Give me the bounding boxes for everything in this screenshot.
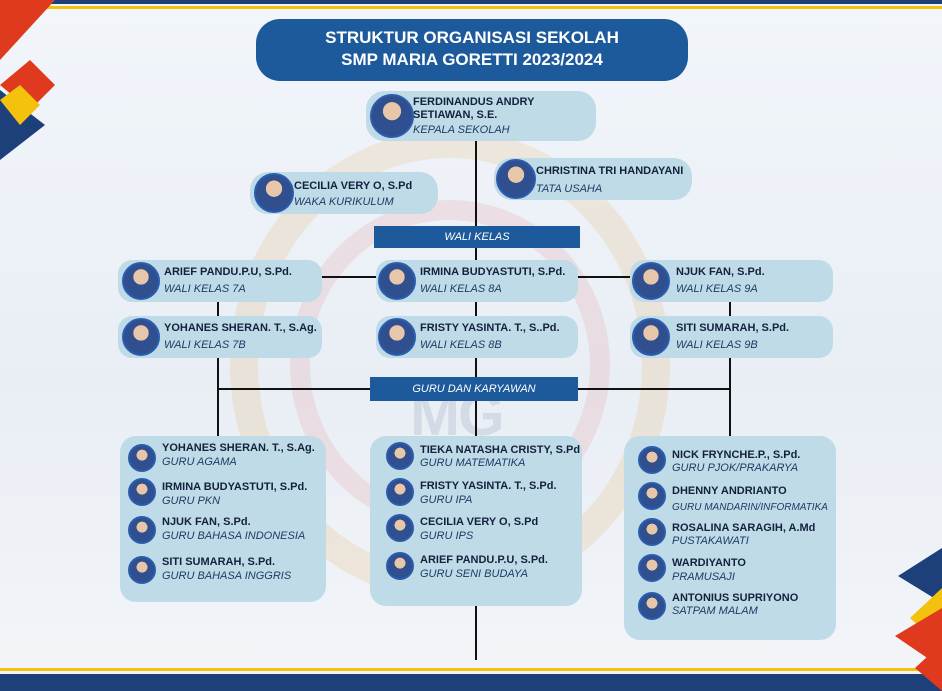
node-role: WALI KELAS 9B <box>676 339 758 351</box>
node-name: IRMINA BUDYASTUTI, S.Pd. <box>162 481 308 493</box>
node-name: ARIEF PANDU.P.U, S.Pd. <box>420 554 548 566</box>
node-role: GURU SENI BUDAYA <box>420 568 528 580</box>
group-guru-middle: TIEKA NATASHA CRISTY, S.Pd GURU MATEMATI… <box>370 436 582 606</box>
node-name: DHENNY ANDRIANTO <box>672 485 787 497</box>
avatar <box>632 262 670 300</box>
node-role: WALI KELAS 8A <box>420 283 502 295</box>
node-name: FERDINANDUS ANDRY SETIAWAN, S.E. <box>413 96 535 121</box>
node-wali-kelas-7b: YOHANES SHERAN. T., S.Ag. WALI KELAS 7B <box>118 316 322 358</box>
node-role: GURU AGAMA <box>162 456 237 468</box>
node-role: WAKA KURIKULUM <box>294 196 394 208</box>
node-role: PUSTAKAWATI <box>672 535 749 547</box>
node-name: CECILIA VERY O, S.Pd <box>420 516 539 528</box>
group-guru-right: NICK FRYNCHE.P., S.Pd. GURU PJOK/PRAKARY… <box>624 436 836 640</box>
avatar <box>638 554 666 582</box>
avatar <box>386 442 414 470</box>
node-name: NJUK FAN, S.Pd. <box>676 266 765 278</box>
avatar <box>386 514 414 542</box>
avatar <box>386 552 414 580</box>
avatar <box>378 318 416 356</box>
top-stripe-yellow <box>0 6 942 9</box>
node-name: TIEKA NATASHA CRISTY, S.Pd <box>420 444 581 456</box>
group-guru-left: YOHANES SHERAN. T., S.Ag. GURU AGAMA IRM… <box>120 436 326 602</box>
node-role: TATA USAHA <box>536 183 603 195</box>
node-name: ROSALINA SARAGIH, A.Md <box>672 522 816 534</box>
corner-decoration-left <box>0 0 55 160</box>
node-role: GURU PJOK/PRAKARYA <box>672 462 799 474</box>
title-line-2: SMP MARIA GORETTI 2023/2024 <box>341 50 603 69</box>
node-name: FRISTY YASINTA. T., S.Pd. <box>420 480 557 492</box>
bottom-stripe-yellow <box>0 668 942 671</box>
avatar <box>638 446 666 474</box>
avatar <box>632 318 670 356</box>
node-name: NICK FRYNCHE.P., S.Pd. <box>672 449 801 461</box>
avatar <box>370 94 414 138</box>
node-wali-kelas-9b: SITI SUMARAH, S.Pd. WALI KELAS 9B <box>630 316 833 358</box>
bottom-stripe-blue <box>0 674 942 691</box>
node-name: WARDIYANTO <box>672 557 746 569</box>
node-role: KEPALA SEKOLAH <box>413 124 510 136</box>
avatar <box>378 262 416 300</box>
avatar <box>638 592 666 620</box>
node-role: WALI KELAS 7B <box>164 339 246 351</box>
node-kepala-sekolah: FERDINANDUS ANDRY SETIAWAN, S.E. KEPALA … <box>366 91 596 141</box>
avatar <box>638 518 666 546</box>
avatar <box>254 173 294 213</box>
avatar <box>128 516 156 544</box>
node-name: ANTONIUS SUPRIYONO <box>672 592 799 604</box>
node-name: YOHANES SHERAN. T., S.Ag. <box>164 322 317 334</box>
node-name: FRISTY YASINTA. T., S..Pd. <box>420 322 560 334</box>
node-name: CHRISTINA TRI HANDAYANI <box>536 165 684 177</box>
avatar <box>122 318 160 356</box>
title-line-1: STRUKTUR ORGANISASI SEKOLAH <box>325 28 619 47</box>
node-name: CECILIA VERY O, S.Pd <box>294 180 413 192</box>
node-role: GURU BAHASA INGGRIS <box>162 570 292 582</box>
chart-title: STRUKTUR ORGANISASI SEKOLAH SMP MARIA GO… <box>256 19 688 81</box>
node-role: WALI KELAS 7A <box>164 283 246 295</box>
node-wali-kelas-7a: ARIEF PANDU.P.U, S.Pd. WALI KELAS 7A <box>118 260 322 302</box>
node-name: YOHANES SHERAN. T., S.Ag. <box>162 442 315 454</box>
guru-karyawan-banner: GURU DAN KARYAWAN <box>370 377 578 401</box>
node-role: GURU PKN <box>162 495 221 507</box>
node-tata-usaha: CHRISTINA TRI HANDAYANI TATA USAHA <box>494 158 692 200</box>
avatar <box>496 159 536 199</box>
node-name: NJUK FAN, S.Pd. <box>162 516 251 528</box>
node-name: ARIEF PANDU.P.U, S.Pd. <box>164 266 292 278</box>
node-waka-kurikulum: CECILIA VERY O, S.Pd WAKA KURIKULUM <box>250 172 438 214</box>
avatar <box>122 262 160 300</box>
node-role: WALI KELAS 9A <box>676 283 758 295</box>
node-role: GURU MATEMATIKA <box>420 457 526 469</box>
node-role: GURU IPA <box>420 494 473 506</box>
avatar <box>128 444 156 472</box>
node-wali-kelas-8a: IRMINA BUDYASTUTI, S.Pd. WALI KELAS 8A <box>376 260 578 302</box>
node-name: SITI SUMARAH, S.Pd. <box>162 556 276 568</box>
node-role: GURU MANDARIN/INFORMATIKA <box>672 502 828 513</box>
wali-kelas-banner: WALI KELAS <box>374 226 580 248</box>
node-role: GURU BAHASA INDONESIA <box>162 530 306 542</box>
top-stripe-blue <box>0 0 942 4</box>
avatar <box>128 556 156 584</box>
avatar <box>386 478 414 506</box>
node-wali-kelas-9a: NJUK FAN, S.Pd. WALI KELAS 9A <box>630 260 833 302</box>
avatar <box>128 478 156 506</box>
avatar <box>638 482 666 510</box>
corner-decoration-right <box>895 548 942 691</box>
node-role: GURU IPS <box>420 530 474 542</box>
node-name: IRMINA BUDYASTUTI, S.Pd. <box>420 266 566 278</box>
node-wali-kelas-8b: FRISTY YASINTA. T., S..Pd. WALI KELAS 8B <box>376 316 578 358</box>
node-role: PRAMUSAJI <box>672 571 735 583</box>
node-role: SATPAM MALAM <box>672 605 758 617</box>
node-role: WALI KELAS 8B <box>420 339 502 351</box>
node-name: SITI SUMARAH, S.Pd. <box>676 322 790 334</box>
